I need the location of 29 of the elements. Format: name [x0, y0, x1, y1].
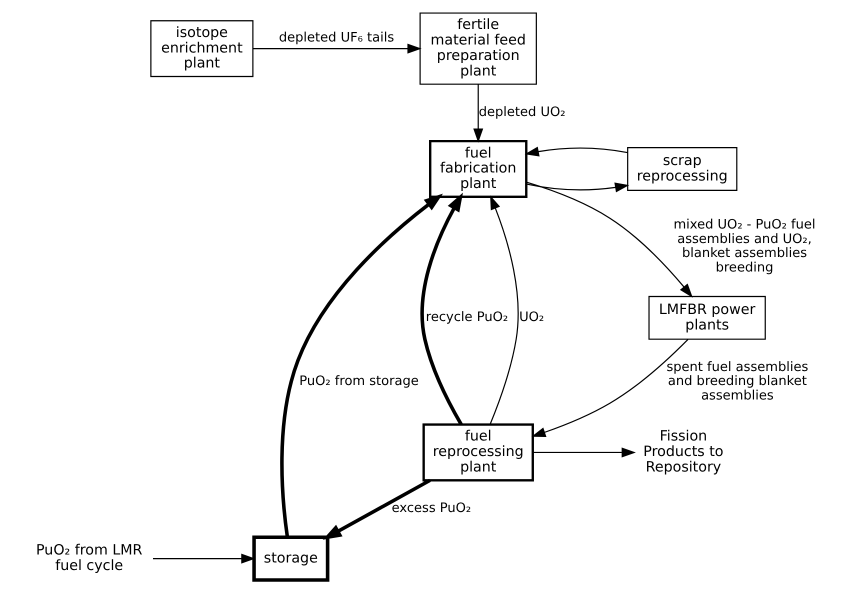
edge-label: depleted UF₆ tails — [278, 30, 394, 46]
edge-label: recycle PuO₂ — [425, 310, 508, 326]
node-text: Fission Products to Repository — [642, 428, 724, 476]
edge-label: spent fuel assemblies and breeding blanket assemblies — [666, 360, 808, 404]
edge-label: UO₂ — [518, 310, 544, 326]
arrow — [526, 182, 629, 192]
node-box: storage — [252, 536, 329, 582]
arrow — [530, 339, 688, 437]
arrow — [152, 554, 255, 564]
node-box: fuel reprocessing plant — [422, 423, 534, 482]
arrow — [489, 195, 518, 424]
edge-label: PuO₂ from storage — [298, 374, 418, 390]
arrow — [526, 182, 692, 298]
edge-label: mixed UO₂ - PuO₂ fuel assemblies and UO₂, blanket assemblies breeding — [672, 218, 816, 276]
arrow — [532, 447, 636, 458]
arrow — [322, 478, 430, 540]
arrow — [524, 146, 628, 156]
node-box: scrap reprocessing — [626, 147, 737, 191]
node-text: PuO₂ from LMR fuel cycle — [35, 542, 142, 574]
edge-label: excess PuO₂ — [391, 501, 471, 516]
node-box: fuel fabrication plant — [428, 140, 527, 198]
node-box: isotope enrichment plant — [150, 20, 253, 78]
arrow — [472, 84, 483, 143]
arrow — [420, 192, 462, 426]
edge-label: depleted UO₂ — [478, 104, 565, 120]
arrow — [280, 194, 442, 538]
node-box: fertile material feed preparation plant — [419, 12, 536, 85]
node-box: LMFBR power plants — [648, 296, 766, 340]
arrow — [252, 44, 422, 54]
